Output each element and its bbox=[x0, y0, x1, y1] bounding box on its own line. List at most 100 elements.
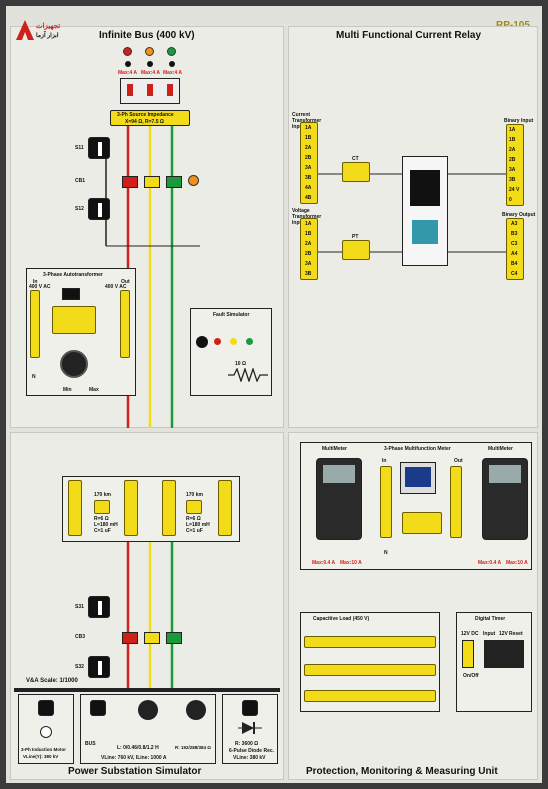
cb3-green[interactable] bbox=[166, 632, 182, 644]
jack-r[interactable] bbox=[125, 61, 131, 67]
mf-in-terminals[interactable] bbox=[380, 466, 392, 538]
line2-c: C=1 uF bbox=[186, 528, 203, 534]
transmission-line-module bbox=[62, 476, 240, 542]
fault-jack-s[interactable] bbox=[230, 338, 237, 345]
terminal-label: 4A bbox=[305, 185, 312, 191]
relay-wiring bbox=[318, 173, 506, 253]
terminal-label: 2A bbox=[305, 241, 312, 247]
jack-s[interactable] bbox=[147, 61, 153, 67]
line1-pi-icon bbox=[94, 500, 110, 514]
load-switch[interactable] bbox=[90, 700, 106, 716]
binary-input-terminals[interactable] bbox=[506, 124, 524, 206]
mm1-title: MultiMeter bbox=[322, 446, 347, 452]
binary-output-terminals[interactable] bbox=[506, 218, 524, 280]
motor-icon bbox=[40, 726, 52, 738]
cap-row-2[interactable] bbox=[304, 664, 436, 676]
line2-length: 170 km bbox=[186, 492, 203, 498]
breaker-lever-2[interactable] bbox=[147, 84, 153, 96]
cb3-red[interactable] bbox=[122, 632, 138, 644]
ct-input-terminals[interactable] bbox=[300, 122, 318, 204]
multimeter-1[interactable] bbox=[316, 458, 362, 540]
cap-row-1[interactable] bbox=[304, 636, 436, 648]
line1-l: L=180 mH bbox=[94, 522, 118, 528]
cb3-yellow[interactable] bbox=[144, 632, 160, 644]
jack-t[interactable] bbox=[169, 61, 175, 67]
switch-s12[interactable] bbox=[88, 198, 110, 220]
line1-out[interactable] bbox=[124, 480, 138, 536]
brand-logo: تجهیزات ابزار آزما bbox=[16, 16, 64, 44]
terminal-label: C3 bbox=[511, 241, 518, 247]
terminal-label: 2A bbox=[305, 145, 312, 151]
breaker-lever-3[interactable] bbox=[167, 84, 173, 96]
terminal-label: C4 bbox=[511, 271, 518, 277]
rectifier-switch[interactable] bbox=[242, 700, 258, 716]
mf-out-label: Out bbox=[454, 458, 463, 464]
scale-label: V&A Scale: 1/1000 bbox=[26, 678, 78, 684]
terminal-label: 2B bbox=[305, 155, 312, 161]
timer-display bbox=[484, 640, 524, 668]
breaker-lever-1[interactable] bbox=[127, 84, 133, 96]
auto-knob[interactable] bbox=[60, 350, 88, 378]
terminal-label: 3A bbox=[305, 261, 312, 267]
relay-keypad[interactable] bbox=[412, 220, 438, 244]
pt-block bbox=[342, 240, 370, 260]
label-s31: S31 bbox=[75, 604, 84, 610]
max-label-1: Max:4 A bbox=[118, 70, 137, 76]
diode-icon bbox=[238, 722, 262, 734]
motor-switch[interactable] bbox=[38, 700, 54, 716]
switch-s31[interactable] bbox=[88, 596, 110, 618]
switch-s11[interactable] bbox=[88, 137, 110, 159]
cb1-yellow[interactable] bbox=[144, 176, 160, 188]
fault-jack-r[interactable] bbox=[214, 338, 221, 345]
multimeter-2[interactable] bbox=[482, 458, 528, 540]
binary-output-title: Binary Output bbox=[502, 212, 536, 218]
terminal-label: 3A bbox=[509, 167, 516, 173]
terminal-label: 2B bbox=[509, 157, 516, 163]
line2-in[interactable] bbox=[162, 480, 176, 536]
terminal-label: 3B bbox=[305, 271, 312, 277]
line1-in[interactable] bbox=[68, 480, 82, 536]
vt-input-title: Voltage Transformer Input bbox=[292, 208, 322, 226]
max-label-3: Max:4 A bbox=[163, 70, 182, 76]
relay-screen bbox=[410, 170, 440, 206]
mf-title: 3-Phase Multifunction Meter bbox=[384, 446, 451, 452]
inductor-knob[interactable] bbox=[138, 700, 158, 720]
terminal-label: 1B bbox=[305, 135, 312, 141]
protection-title: Protection, Monitoring & Measuring Unit bbox=[306, 766, 498, 777]
cb1-green[interactable] bbox=[166, 176, 182, 188]
switch-s32[interactable] bbox=[88, 656, 110, 678]
vt-input-terminals[interactable] bbox=[300, 218, 318, 280]
max-label-2: Max:4 A bbox=[141, 70, 160, 76]
mm2-max-2: Max:10 A bbox=[506, 560, 528, 566]
auto-out-terminals[interactable] bbox=[120, 290, 130, 358]
auto-in-terminals[interactable] bbox=[30, 290, 40, 358]
model-number: RP-105 bbox=[496, 20, 530, 31]
fault-switch[interactable] bbox=[196, 336, 208, 348]
line1-c: C=1 uF bbox=[94, 528, 111, 534]
line2-out[interactable] bbox=[218, 480, 232, 536]
fault-jack-t[interactable] bbox=[246, 338, 253, 345]
line2-r: R=6 Ω bbox=[186, 516, 201, 522]
terminal-label: 2A bbox=[509, 147, 516, 153]
label-s12: S12 bbox=[75, 206, 84, 212]
cb1-red[interactable] bbox=[122, 176, 138, 188]
mf-out-terminals[interactable] bbox=[450, 466, 462, 538]
cap-row-3[interactable] bbox=[304, 690, 436, 702]
terminal-label: 3B bbox=[305, 175, 312, 181]
terminal-label: 1A bbox=[509, 127, 516, 133]
ct-input-title: Current Transformer Input bbox=[292, 112, 322, 130]
mm2-title: MultiMeter bbox=[488, 446, 513, 452]
logo-a-icon bbox=[16, 20, 34, 40]
terminal-label: A4 bbox=[511, 251, 518, 257]
lamp-orange bbox=[145, 47, 154, 56]
mm1-max-2: Max:10 A bbox=[340, 560, 362, 566]
multifunction-meter[interactable] bbox=[400, 462, 436, 494]
cb1-orange-lamp bbox=[188, 175, 199, 186]
label-s32: S32 bbox=[75, 664, 84, 670]
resistor-knob[interactable] bbox=[186, 700, 206, 720]
pt-block-label: PT bbox=[352, 234, 359, 240]
terminal-label: 3A bbox=[305, 165, 312, 171]
ct-block bbox=[342, 162, 370, 182]
auto-display bbox=[62, 288, 80, 300]
timer-power-switch[interactable] bbox=[462, 640, 474, 668]
